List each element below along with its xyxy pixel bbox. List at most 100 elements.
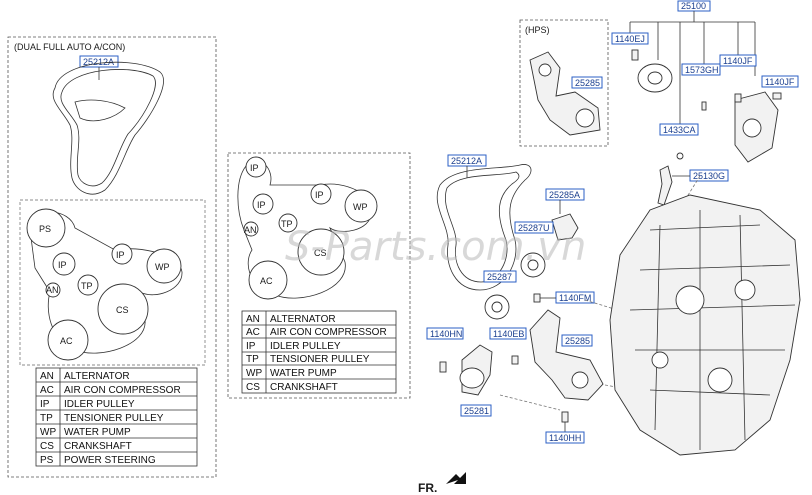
- part-label-box[interactable]: [460, 404, 492, 417]
- legend-desc: IDLER PULLEY: [270, 341, 341, 352]
- part-label-1433ca[interactable]: 1433CA: [663, 125, 696, 135]
- part-label-1140jf-b[interactable]: 1140JF: [765, 77, 795, 87]
- legend-desc: ALTERNATOR: [270, 314, 336, 325]
- idler-pulley: [52, 252, 76, 276]
- crankshaft-pulley: [97, 283, 149, 335]
- pulley-label: IP: [315, 190, 324, 200]
- legend-code: AC: [246, 327, 260, 338]
- part-label-1140jf-a[interactable]: 1140JF: [723, 56, 753, 66]
- part-label-1573gh[interactable]: 1573GH: [685, 65, 719, 75]
- legend-desc: CRANKSHAFT: [64, 441, 132, 452]
- part-label-25287[interactable]: 25287: [487, 272, 512, 282]
- legend-code: TP: [40, 413, 53, 424]
- idler-pulley: [111, 243, 133, 265]
- ac-compressor-pulley: [47, 319, 89, 361]
- legend-table-left: AN ALTERNATOR AC AIR CON COMPRESSOR IP I…: [35, 367, 198, 467]
- part-label-25130g[interactable]: 25130G: [693, 171, 725, 181]
- alternator-pulley: [243, 221, 259, 237]
- part-label-box[interactable]: [681, 63, 721, 76]
- part-label-box[interactable]: [514, 221, 554, 234]
- legend-desc: TENSIONER PULLEY: [64, 413, 164, 424]
- part-label-box[interactable]: [545, 431, 585, 444]
- part-label-box[interactable]: [426, 327, 464, 340]
- pulley-label: WP: [155, 262, 170, 272]
- part-label-25287u[interactable]: 25287U: [518, 223, 550, 233]
- part-label-1140hn[interactable]: 1140HN: [430, 329, 462, 339]
- legend-code: WP: [246, 368, 262, 379]
- part-label-25285a[interactable]: 25285A: [549, 190, 580, 200]
- pulley-label: IP: [257, 200, 266, 210]
- pulley-label: TP: [81, 281, 93, 291]
- pulley-label: IP: [116, 250, 125, 260]
- pulley-label: TP: [281, 219, 293, 229]
- part-label-25285-hps[interactable]: 25285: [575, 78, 600, 88]
- part-label-box[interactable]: [761, 75, 799, 88]
- legend-desc: ALTERNATOR: [64, 371, 130, 382]
- part-label-25100[interactable]: 25100: [681, 1, 706, 11]
- water-pump-pulley: [344, 189, 378, 223]
- tensioner-pulley: [278, 213, 298, 233]
- left-panel-title: (DUAL FULL AUTO A/CON): [14, 42, 125, 52]
- legend-desc: AIR CON COMPRESSOR: [64, 385, 181, 396]
- left-panel: (DUAL FULL AUTO A/CON) 25212A PS IP WP I…: [7, 36, 217, 478]
- pulley-label: IP: [58, 260, 67, 270]
- part-label-25281[interactable]: 25281: [464, 406, 489, 416]
- ac-compressor-pulley: [248, 260, 288, 300]
- legend-code: IP: [40, 399, 50, 410]
- legend-code: AN: [246, 314, 260, 325]
- legend-desc: AIR CON COMPRESSOR: [270, 327, 387, 338]
- idler-pulley: [245, 156, 267, 178]
- legend-code: TP: [246, 354, 259, 365]
- pulley-label: IP: [250, 163, 259, 173]
- part-label-1140fm[interactable]: 1140FM: [559, 293, 591, 303]
- pulley-label: AN: [46, 285, 59, 295]
- part-label-box[interactable]: [659, 123, 699, 136]
- part-label-box[interactable]: [555, 291, 595, 304]
- alternator-pulley: [45, 282, 61, 298]
- part-label-box[interactable]: [611, 32, 649, 45]
- legend-desc: WATER PUMP: [64, 427, 131, 438]
- part-label-box[interactable]: [489, 327, 527, 340]
- part-label-box[interactable]: [719, 54, 757, 67]
- legend-desc: IDLER PULLEY: [64, 399, 135, 410]
- pulley-label: AC: [60, 336, 73, 346]
- legend-code: PS: [40, 455, 54, 466]
- part-label-1140ej[interactable]: 1140EJ: [615, 34, 645, 44]
- legend-desc: CRANKSHAFT: [270, 382, 338, 393]
- watermark-logo: S-Parts.com.vn: [285, 224, 586, 270]
- idler-pulley-part: [551, 213, 579, 241]
- legend-table-middle: AN ALTERNATOR AC AIR CON COMPRESSOR IP I…: [241, 310, 397, 394]
- part-label-1140eb[interactable]: 1140EB: [493, 329, 524, 339]
- legend-code: WP: [40, 427, 56, 438]
- middle-panel: IP IP IP WP AN TP CS AC AN ALTERNATO: [227, 152, 411, 399]
- legend-desc: POWER STEERING: [64, 455, 156, 466]
- pulley-label: CS: [314, 248, 327, 258]
- hps-panel-title: (HPS): [525, 25, 550, 35]
- part-label-25212a-left[interactable]: 25212A: [83, 57, 114, 67]
- part-label-25212a[interactable]: 25212A: [451, 156, 482, 166]
- water-pump-pulley: [146, 248, 182, 284]
- tensioner-pulley: [77, 274, 99, 296]
- belt-drawing-right: [436, 164, 532, 291]
- pulley-label: WP: [353, 202, 368, 212]
- part-label-25285[interactable]: 25285: [565, 336, 590, 346]
- front-arrow-icon: [446, 472, 466, 484]
- pulley-label: PS: [39, 224, 51, 234]
- part-label-box[interactable]: [689, 169, 729, 182]
- legend-desc: WATER PUMP: [270, 368, 337, 379]
- crankshaft-pulley: [297, 228, 345, 276]
- power-steering-pulley: [26, 208, 66, 248]
- part-label-box[interactable]: [545, 188, 585, 201]
- legend-desc: TENSIONER PULLEY: [270, 354, 370, 365]
- legend-code: CS: [40, 441, 54, 452]
- part-label-box[interactable]: [483, 270, 517, 283]
- pulley-label: AC: [260, 276, 273, 286]
- part-label-1140hh[interactable]: 1140HH: [549, 433, 581, 443]
- part-label-box[interactable]: [561, 334, 593, 347]
- legend-code: AN: [40, 371, 54, 382]
- part-label-box[interactable]: [571, 76, 603, 89]
- pulley-label: CS: [116, 305, 129, 315]
- idler-pulley: [252, 193, 274, 215]
- hps-panel: (HPS) 25285: [519, 19, 609, 147]
